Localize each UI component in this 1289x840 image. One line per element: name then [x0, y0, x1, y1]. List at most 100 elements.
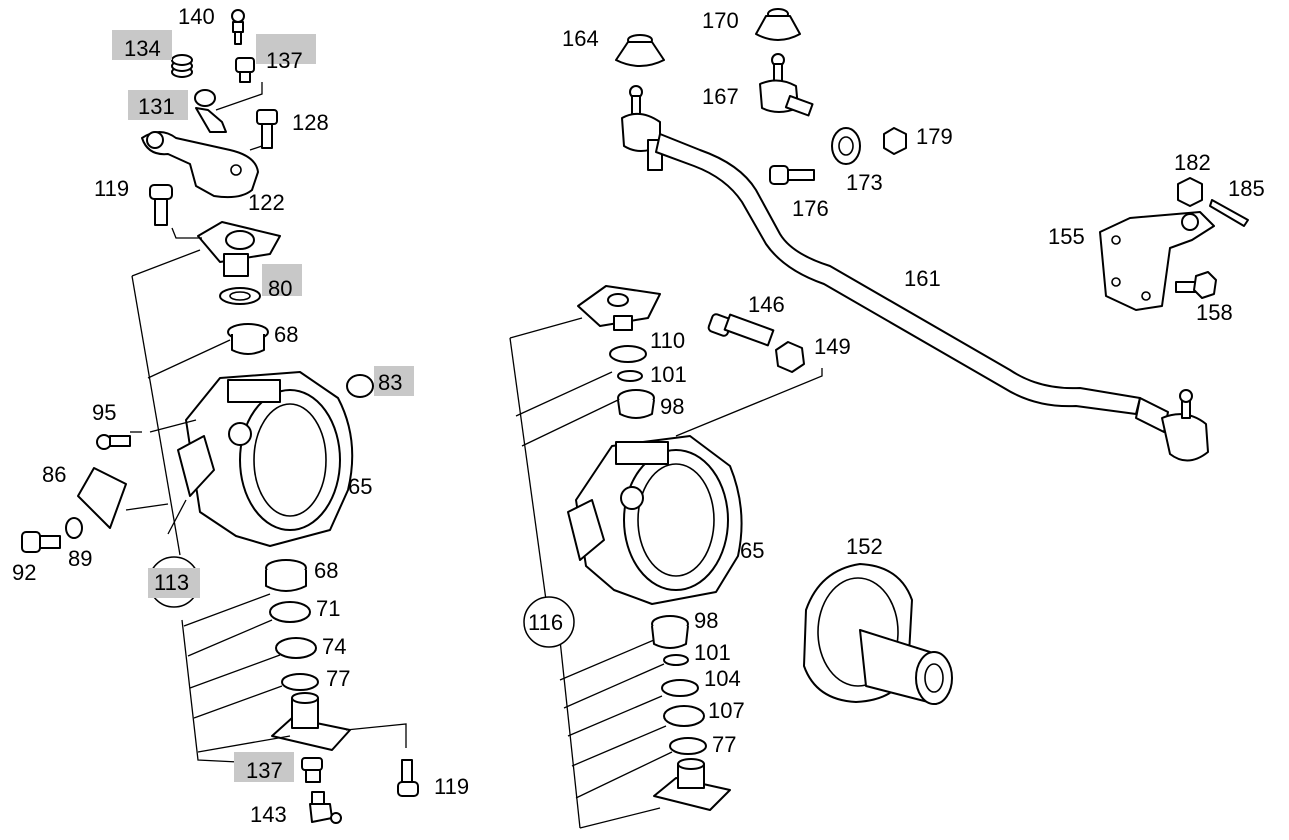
- callout-149: 149: [814, 334, 851, 359]
- part-seal-110: [609, 345, 647, 363]
- callout-176: 176: [792, 196, 829, 221]
- callout-80: 80: [268, 276, 292, 301]
- part-ball-joint-167: [759, 53, 814, 117]
- part-seal-71: [269, 601, 311, 623]
- callout-185: 185: [1228, 176, 1265, 201]
- callout-77-left: 77: [326, 666, 350, 691]
- callout-155: 155: [1048, 224, 1085, 249]
- part-grease-fitting-95: [96, 434, 131, 450]
- part-tie-rod-161: [655, 133, 1141, 415]
- callout-68-top: 68: [274, 322, 298, 347]
- part-lower-cover-plate: [271, 692, 351, 751]
- callout-164: 164: [562, 26, 599, 51]
- part-grease-nipple-143: [309, 791, 342, 824]
- part-seal-107: [663, 705, 705, 727]
- part-ring-101-bottom: [663, 654, 689, 666]
- callout-98-top: 98: [660, 394, 684, 419]
- part-king-pin-flange-top: [197, 221, 281, 277]
- part-shim-104: [661, 679, 699, 697]
- callout-128: 128: [292, 110, 329, 135]
- part-shim-77-left: [281, 673, 319, 691]
- callout-167: 167: [702, 84, 739, 109]
- callout-146: 146: [748, 292, 785, 317]
- part-shim-77-right: [669, 737, 707, 755]
- part-bolt-146: [707, 313, 775, 347]
- part-washer-89: [65, 517, 83, 539]
- part-bolt-176: [769, 165, 815, 185]
- left-leader-lines: [125, 82, 407, 763]
- callout-119-bottom: 119: [434, 774, 469, 799]
- callout-71: 71: [316, 596, 340, 621]
- callout-92: 92: [12, 560, 36, 585]
- part-grease-nipple-140: [231, 9, 245, 45]
- callout-182: 182: [1174, 150, 1211, 175]
- callout-140: 140: [178, 4, 215, 29]
- callout-152: 152: [846, 534, 883, 559]
- callout-161: 161: [904, 266, 941, 291]
- part-cover-plate-86: [77, 467, 127, 529]
- part-steering-knuckle-65-left: [177, 371, 354, 547]
- callout-ring-116: [523, 596, 575, 648]
- callout-137-top: 137: [266, 48, 303, 73]
- part-bolt-92: [21, 531, 61, 553]
- callout-110: 110: [650, 328, 685, 353]
- callout-173: 173: [846, 170, 883, 195]
- callout-86: 86: [42, 462, 66, 487]
- part-bolt-119-bottom: [397, 759, 419, 797]
- part-cotter-pin-185: [1209, 199, 1249, 227]
- callout-83: 83: [378, 370, 402, 395]
- part-boot-164: [615, 34, 665, 67]
- callout-170: 170: [702, 8, 739, 33]
- callout-143: 143: [250, 802, 287, 827]
- right-leader-lines: [509, 317, 823, 829]
- part-bushing-68-top: [227, 323, 269, 355]
- part-nut-179: [883, 127, 907, 155]
- callout-131: 131: [138, 94, 175, 119]
- part-bushing-68-bottom: [265, 559, 307, 592]
- callout-158: 158: [1196, 300, 1233, 325]
- part-plug-137-bottom: [301, 757, 323, 783]
- part-spindle-152: [803, 563, 953, 705]
- part-seal-80: [219, 287, 261, 305]
- callout-137-bottom: 137: [246, 758, 283, 783]
- part-bearing-98-top: [617, 389, 655, 419]
- part-bracket-155: [1099, 211, 1215, 311]
- part-lower-cover-plate-right: [653, 758, 731, 811]
- part-nut-182: [1177, 177, 1203, 207]
- callout-101-bottom: 101: [694, 640, 731, 665]
- part-bolt-158: [1175, 271, 1217, 299]
- part-clamp-173: [831, 127, 861, 165]
- part-cap-83: [346, 374, 374, 398]
- callout-104: 104: [704, 666, 741, 691]
- part-bearing-98-bottom: [651, 615, 689, 649]
- callout-122: 122: [248, 190, 285, 215]
- part-spring-134: [171, 54, 193, 78]
- callout-179: 179: [916, 124, 953, 149]
- callout-68-bottom: 68: [314, 558, 338, 583]
- callout-101-top: 101: [650, 362, 687, 387]
- part-tie-rod-end-left: [621, 85, 663, 171]
- part-steering-knuckle-65-right: [567, 435, 743, 605]
- part-bolt-119-top: [149, 184, 173, 226]
- callout-89: 89: [68, 546, 92, 571]
- callout-107: 107: [708, 698, 745, 723]
- callout-113: 113: [154, 570, 189, 595]
- part-plug-137-top: [235, 57, 255, 83]
- callout-74: 74: [322, 634, 346, 659]
- part-steering-arm-122: [141, 131, 259, 199]
- callout-65-left: 65: [348, 474, 372, 499]
- part-tie-rod-end-right: [1135, 389, 1209, 462]
- part-ring-74: [275, 637, 317, 659]
- callout-116: 116: [528, 610, 563, 635]
- callout-77-right: 77: [712, 732, 736, 757]
- part-ring-101-top: [617, 370, 643, 382]
- callout-119-top: 119: [94, 176, 129, 201]
- callout-134: 134: [124, 36, 161, 61]
- part-nut-149: [775, 341, 805, 373]
- callout-95: 95: [92, 400, 116, 425]
- part-king-pin-flange-top-right: [577, 285, 661, 331]
- callout-labels: 140 134 137 131 128 119 122 80 68 83 95 …: [12, 4, 1265, 827]
- part-boot-170: [755, 8, 801, 41]
- callout-98-bottom: 98: [694, 608, 718, 633]
